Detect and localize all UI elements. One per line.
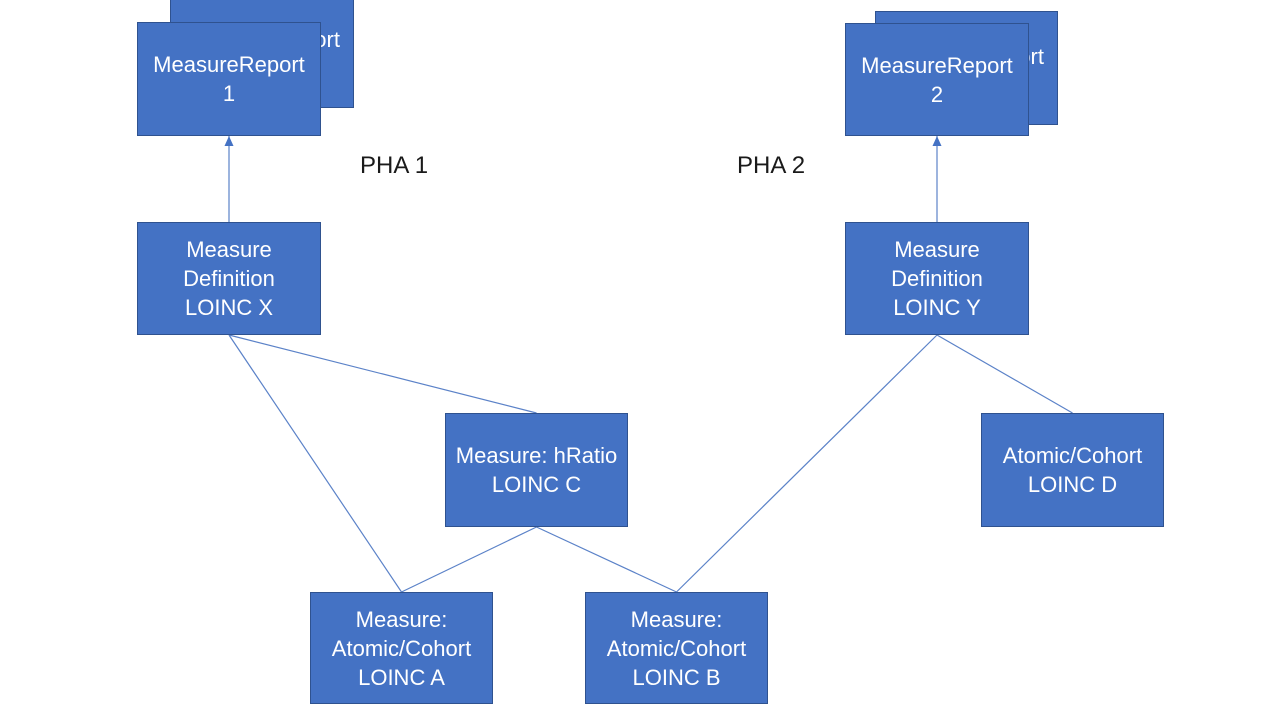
node-label-line: LOINC Y — [893, 295, 981, 320]
node-label-line: Atomic/Cohort — [606, 635, 747, 661]
node-label-line: LOINC A — [358, 664, 445, 690]
node-atomic-cohort-loinc-d: Atomic/Cohort LOINC D — [981, 413, 1164, 527]
connector-line — [228, 334, 402, 593]
node-measure-report-2: MeasureReport 2 — [845, 23, 1029, 136]
node-label-line: Measure — [186, 237, 272, 262]
node-measure-definition-loinc-y: Measure Definition LOINC Y — [845, 222, 1029, 335]
node-measure-atomic-cohort-loinc-a: Measure: Atomic/Cohort LOINC A — [310, 592, 493, 704]
node-label-line: Atomic/Cohort — [1002, 443, 1143, 468]
node-label-line: MeasureReport — [861, 52, 1013, 78]
node-label-line: MeasureReport — [153, 52, 305, 77]
node-label-line: 1 — [222, 81, 236, 106]
node-label-line: LOINC C — [491, 472, 582, 497]
label-pha-2: PHA 2 — [737, 152, 806, 179]
connector-line — [228, 334, 537, 414]
node-measure-hratio-loinc-c: Measure: hRatio LOINC C — [445, 413, 628, 527]
node-measure-report-1: MeasureReport 1 — [137, 22, 321, 136]
connector-line — [936, 334, 1073, 414]
node-label-line: Measure: — [630, 606, 723, 632]
node-label-line: Measure: — [355, 606, 448, 632]
node-label-line: Atomic/Cohort — [331, 635, 472, 661]
node-label-line: Definition — [891, 266, 983, 291]
node-label-line: LOINC X — [184, 295, 274, 320]
node-measure-definition-loinc-x: Measure Definition LOINC X — [137, 222, 321, 335]
connector-line — [401, 526, 537, 593]
node-label-line: Measure — [894, 237, 980, 262]
node-label-line: Measure: hRatio — [455, 443, 618, 468]
node-label-line: Definition — [183, 266, 275, 291]
node-label-line: LOINC D — [1027, 472, 1118, 497]
label-pha-1: PHA 1 — [360, 152, 429, 179]
connector-line — [676, 334, 938, 593]
node-label-line: 2 — [930, 81, 944, 107]
node-measure-atomic-cohort-loinc-b: Measure: Atomic/Cohort LOINC B — [585, 592, 768, 704]
connector-line — [536, 526, 677, 593]
node-label-line: LOINC B — [632, 664, 721, 690]
